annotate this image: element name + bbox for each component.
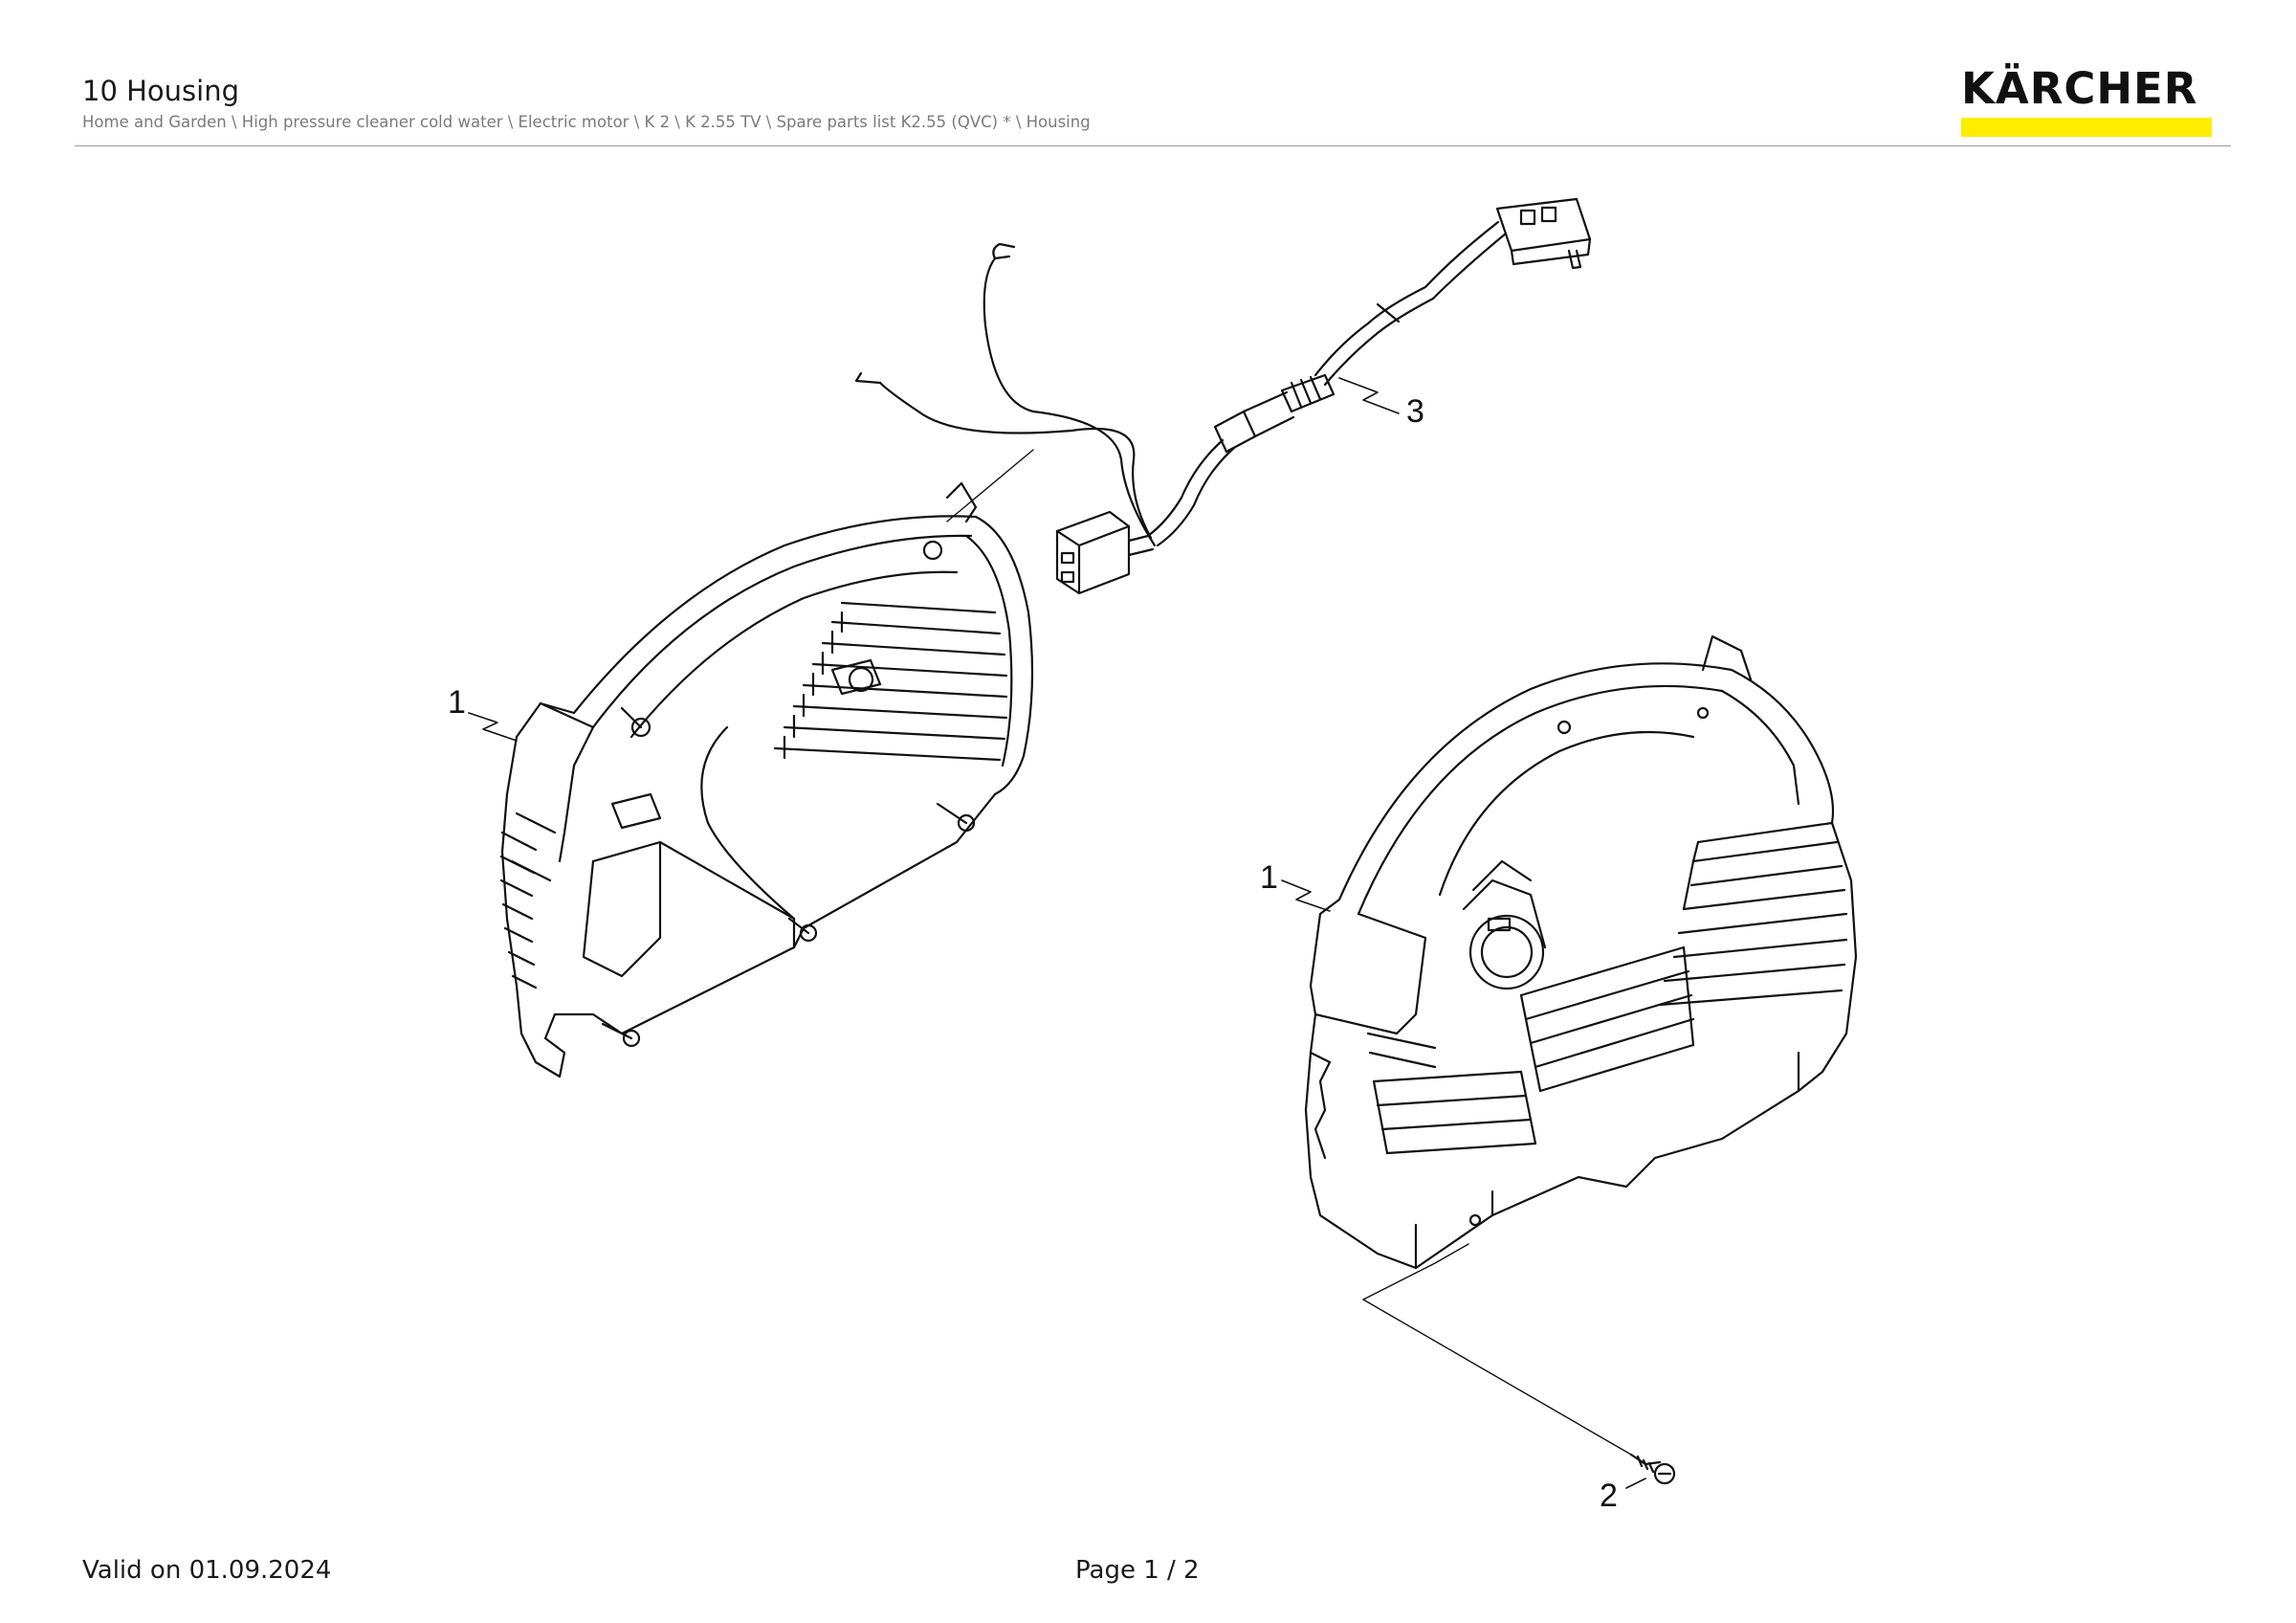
screw-part: [1362, 1243, 1676, 1489]
left-housing-half: [468, 481, 1034, 1078]
right-housing-half: [1281, 634, 1858, 1270]
breadcrumb: Home and Garden \ High pressure cleaner …: [82, 113, 1091, 131]
callout-3: 3: [1406, 393, 1424, 430]
callout-1-left: 1: [448, 684, 466, 721]
callout-2: 2: [1600, 1478, 1618, 1514]
header-divider: [75, 145, 2231, 146]
logo-text: KÄRCHER: [1961, 63, 2198, 114]
karcher-logo: KÄRCHER: [1961, 63, 2212, 137]
valid-on-date: Valid on 01.09.2024: [82, 1556, 332, 1585]
page-number: Page 1 / 2: [1075, 1556, 1200, 1585]
logo-yellow-bar: [1961, 118, 2212, 137]
callout-1-right: 1: [1260, 859, 1278, 896]
page-title: 10 Housing: [82, 75, 240, 107]
cable-assembly: [854, 197, 1592, 595]
